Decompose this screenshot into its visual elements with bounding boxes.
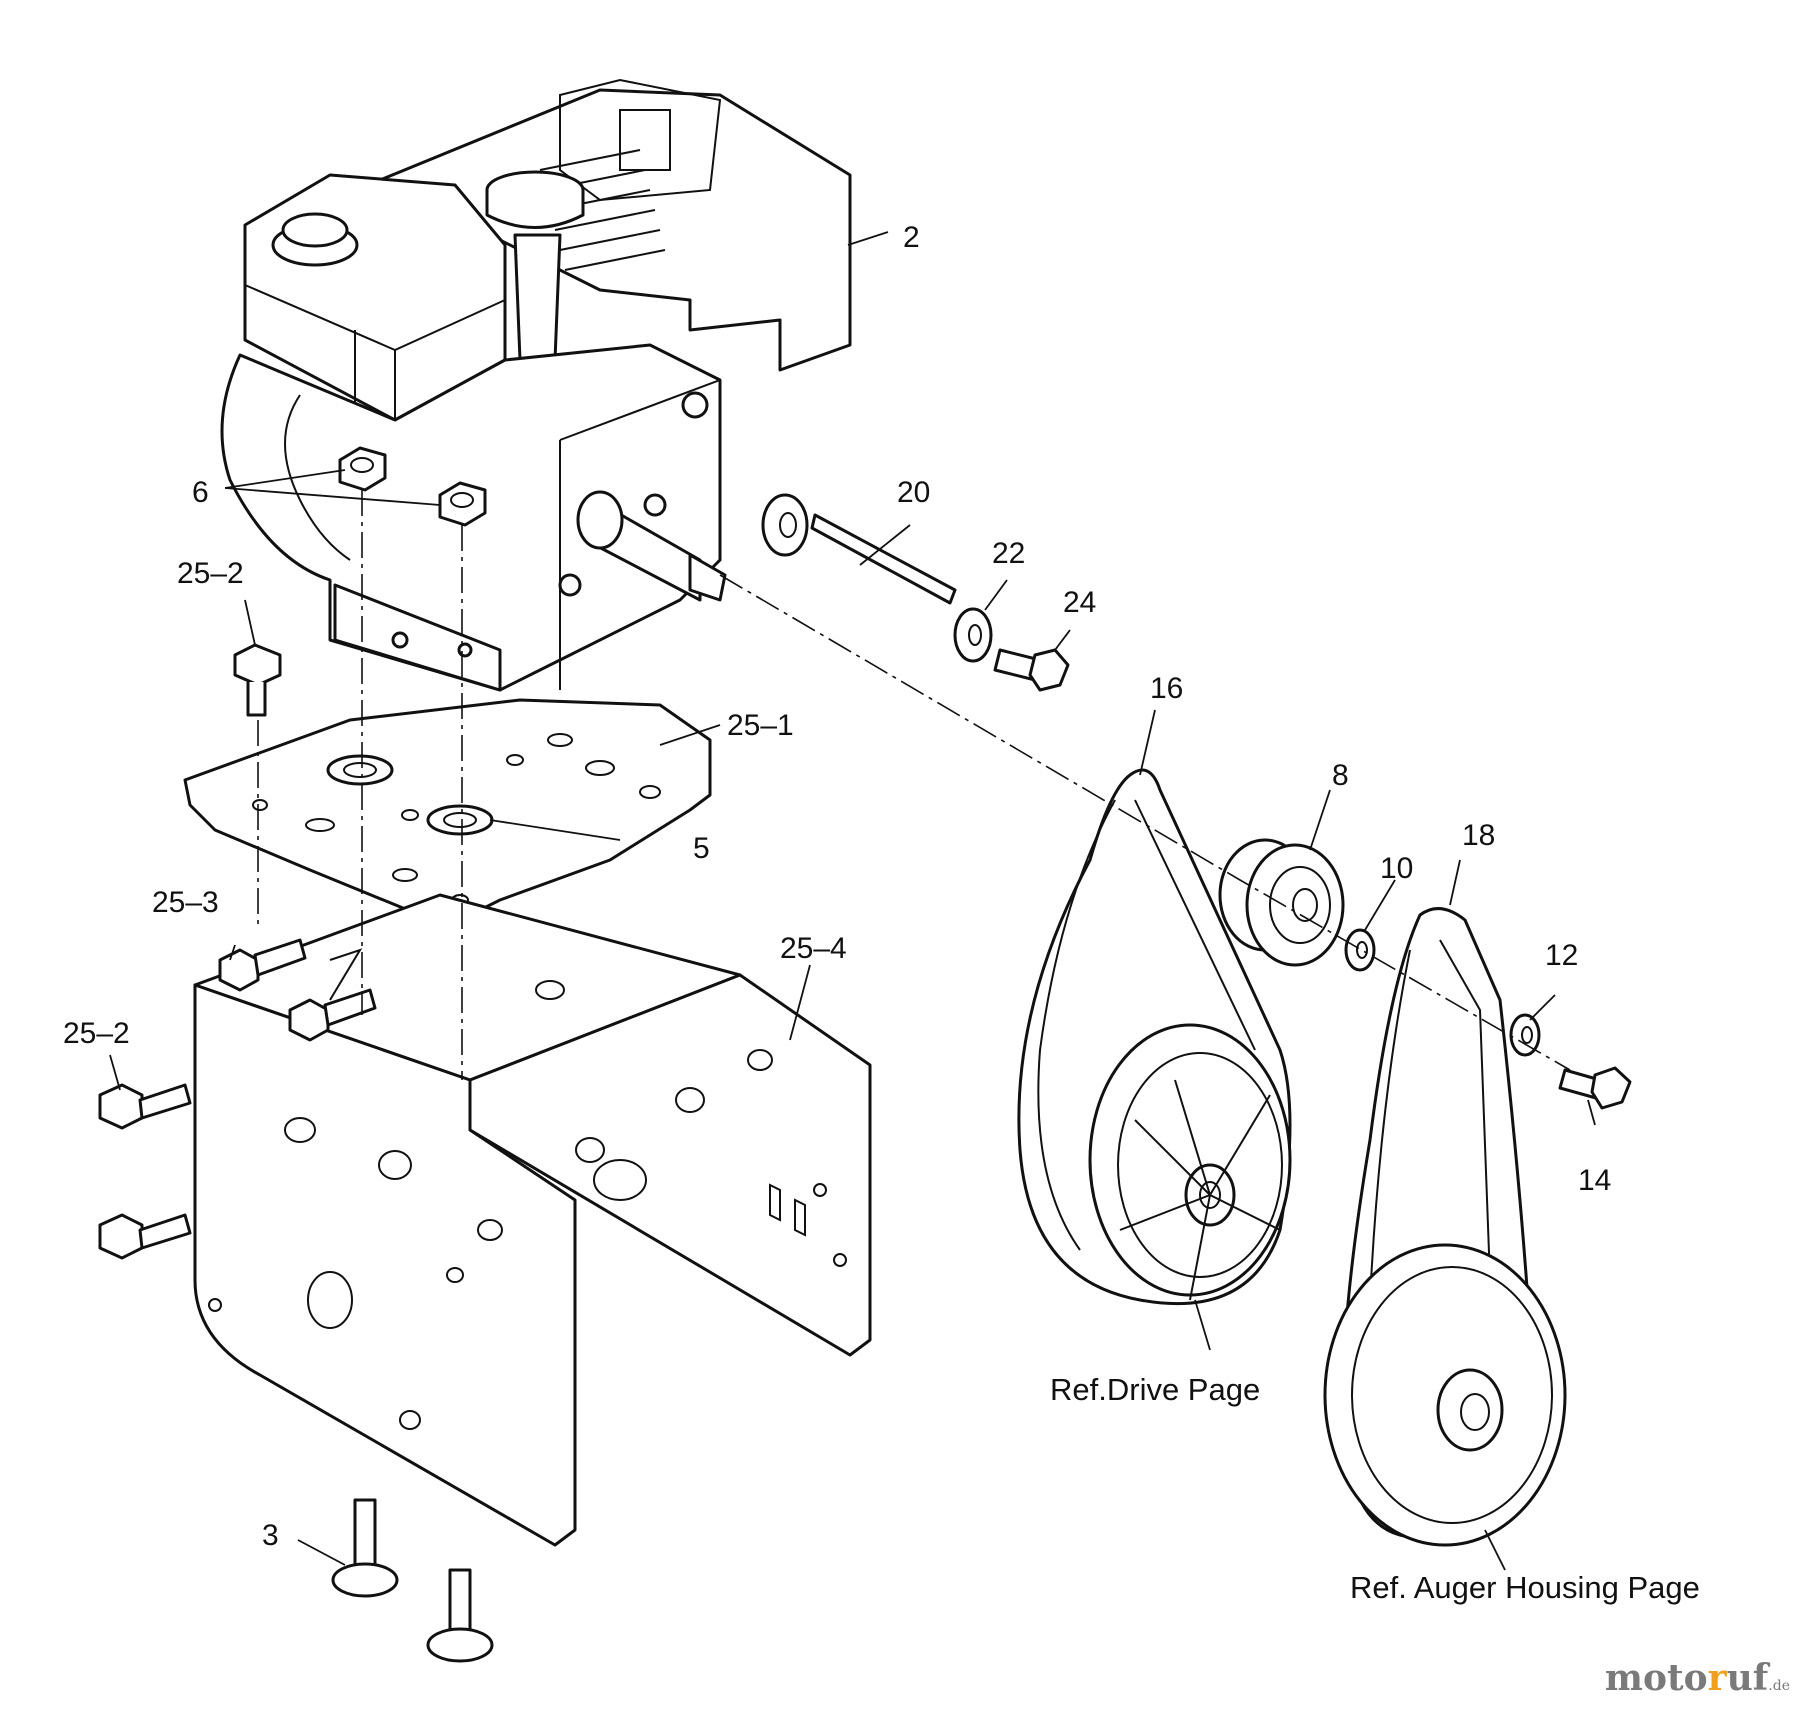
leader-lines [109,231,1596,1571]
label-25-2-bottom: 25–2 [63,1017,130,1050]
label-25-4: 25–4 [780,932,847,965]
engine-assembly [220,78,852,692]
bolts [98,643,1632,1663]
label-20: 20 [897,476,930,509]
label-2: 2 [903,221,920,254]
watermark-logo: motoruf.de [1604,1657,1790,1699]
label-18: 18 [1462,819,1495,852]
label-8: 8 [1332,759,1349,792]
label-16: 16 [1150,672,1183,705]
label-22: 22 [992,537,1025,570]
drive-belt-assembly [1017,768,1292,1306]
ref-drive-page: Ref.Drive Page [1050,1372,1260,1407]
label-3: 3 [262,1519,279,1552]
part-labels: 2 6 20 22 24 25–2 16 25–1 8 18 5 10 25–3… [63,221,1611,1552]
reference-labels: Ref.Drive Page Ref. Auger Housing Page [1050,1372,1700,1605]
centerlines [257,490,1571,1080]
label-25-1: 25–1 [727,709,794,742]
label-25-3: 25–3 [152,886,219,919]
frame-chassis [193,893,872,1547]
label-6: 6 [192,476,209,509]
engine-pulley [1218,838,1345,967]
label-24: 24 [1063,586,1096,619]
label-25-2-top: 25–2 [177,557,244,590]
label-14: 14 [1578,1164,1611,1197]
auger-belt-assembly [1323,907,1567,1547]
label-12: 12 [1545,939,1578,972]
shaft-parts [761,493,1541,1057]
label-5: 5 [693,832,710,865]
ref-auger-housing-page: Ref. Auger Housing Page [1350,1570,1700,1605]
label-10: 10 [1380,852,1413,885]
mounting-plate [183,698,712,922]
